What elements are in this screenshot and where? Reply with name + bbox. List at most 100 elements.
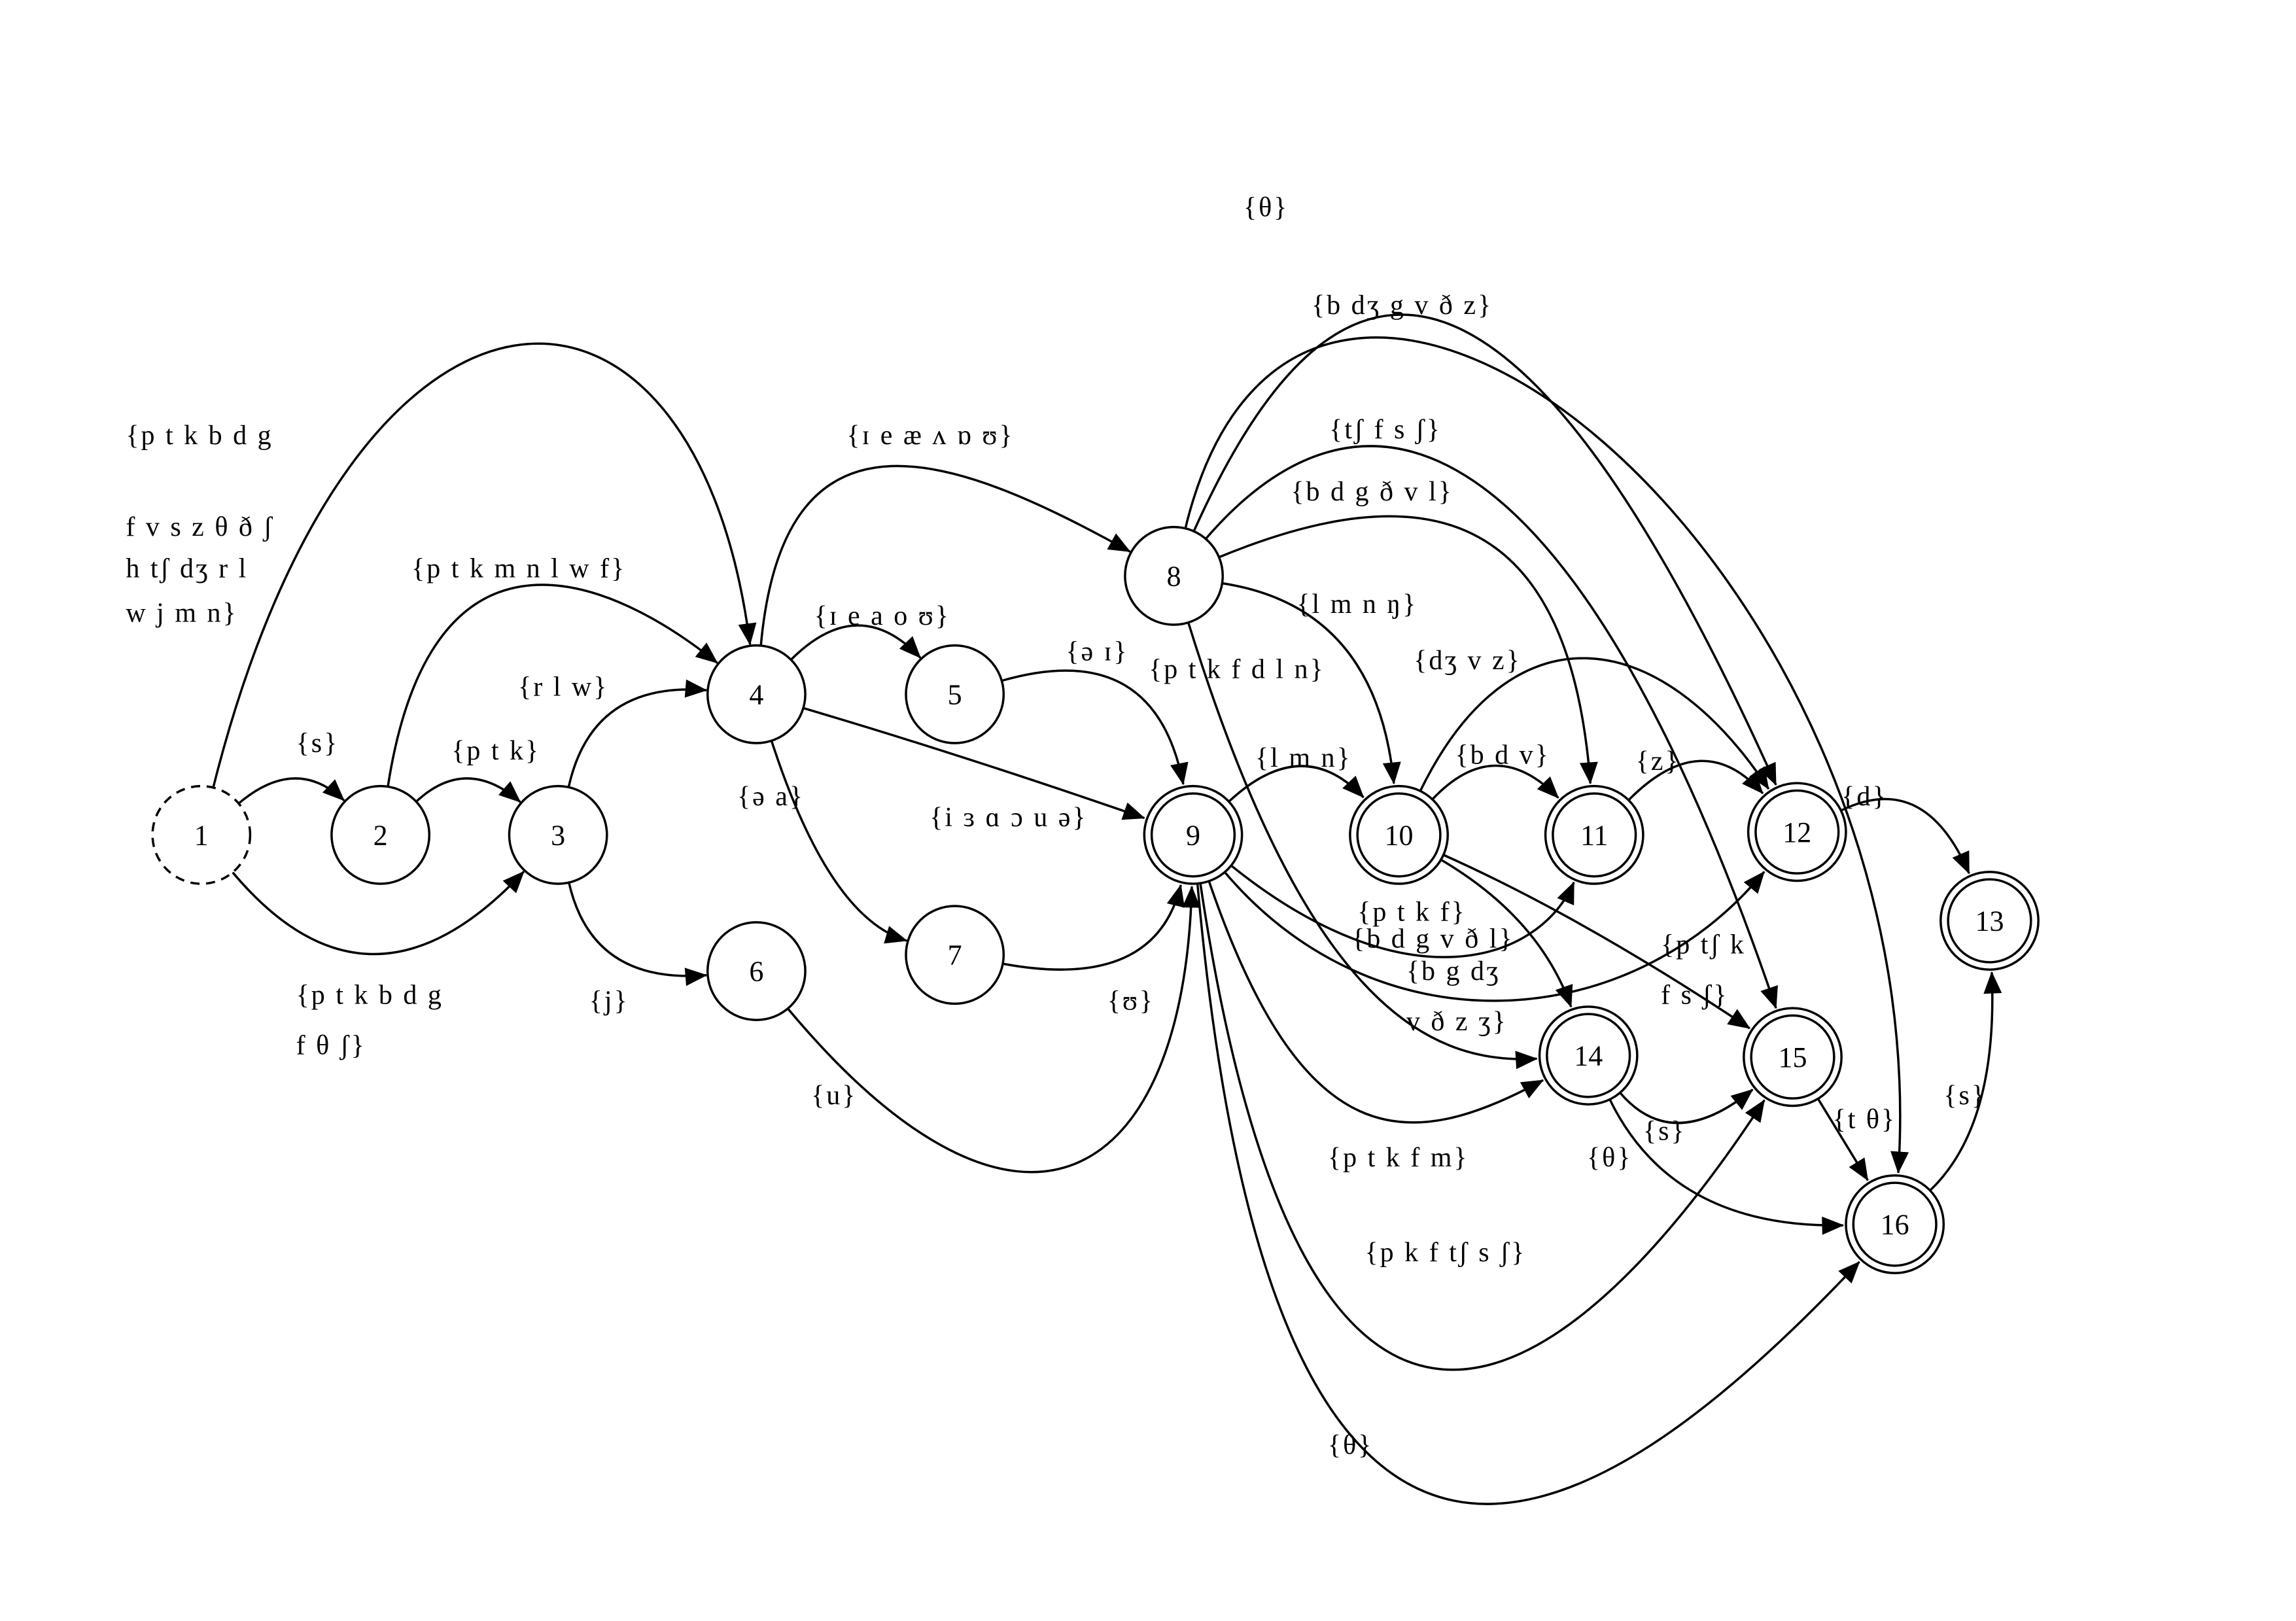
- edge-label-line: {p t k m n l w f}: [411, 554, 626, 584]
- state-label: 6: [749, 956, 763, 988]
- edge-label-line: {θ}: [1244, 192, 1289, 222]
- edge-label-line: {l m n}: [1255, 743, 1352, 773]
- edge-label-8-to-10: {l m n ŋ}: [1296, 589, 1418, 619]
- edge-label-14-to-16: {θ}: [1587, 1143, 1632, 1173]
- edge-label-line: {d}: [1841, 782, 1887, 812]
- edge-label-line: {r l w}: [518, 672, 608, 703]
- edge-label-line: f s ʃ}: [1661, 980, 1728, 1010]
- edge-12-to-13: [1840, 797, 1970, 875]
- edge-label-10-to-11: {b d v}: [1455, 741, 1550, 771]
- edge-label-line: {b dʒ g v ð z}: [1312, 290, 1493, 321]
- edge-label-9-to-14: {p t k f m}: [1328, 1143, 1469, 1173]
- state-label: 7: [948, 939, 962, 971]
- state-node-15: 15: [1743, 1007, 1843, 1107]
- state-circle: [330, 784, 431, 885]
- edge-10-to-14: [1440, 858, 1573, 1008]
- state-label: 2: [374, 819, 388, 851]
- edge-label-line: v ð z ʒ}: [1406, 1007, 1508, 1037]
- edge-label-line: {u}: [811, 1081, 857, 1111]
- state-circle: [1845, 1174, 1945, 1274]
- accept-ring: [1750, 1014, 1835, 1100]
- edge-label-line: {z}: [1636, 746, 1680, 776]
- edge-label-9-to-11: {p t k f}: [1357, 898, 1466, 928]
- edge-label-line: {s}: [1943, 1081, 1987, 1111]
- edge-4-to-5: [790, 624, 922, 661]
- state-circle: [1939, 871, 2040, 971]
- state-circle: [706, 644, 807, 744]
- state-circle: [508, 784, 608, 885]
- edge-label-3-to-4: {r l w}: [518, 672, 608, 703]
- edge-label-line: {ɪ e a o ʊ}: [814, 601, 950, 631]
- edge-label-line: {p t k b d g: [126, 421, 273, 451]
- edge-label-line: {dʒ v z}: [1414, 646, 1522, 676]
- state-label: 16: [1881, 1209, 1909, 1241]
- state-label: 11: [1580, 819, 1608, 851]
- edge-label-line: {p tʃ k: [1661, 930, 1746, 960]
- edge-label-14-to-15: {s}: [1643, 1117, 1686, 1147]
- edge-label-line: {ʊ}: [1107, 986, 1155, 1016]
- edge-label-line: {ɪ e æ ʌ ɒ ʊ}: [846, 421, 1014, 451]
- edge-4-to-9: [803, 706, 1145, 820]
- accept-ring: [1947, 878, 2032, 964]
- edge-label-line: f θ ʃ}: [296, 1030, 366, 1060]
- edge-label-line: {j}: [589, 986, 629, 1016]
- edge-label-line: {i ɜ ɑ ɔ u ə}: [930, 803, 1087, 833]
- edge-10-to-11: [1431, 764, 1559, 801]
- edge-label-11-to-12: {z}: [1636, 746, 1680, 776]
- edge-10-to-12: [1419, 657, 1770, 792]
- state-circle: [706, 921, 807, 1021]
- edge-label-2-to-4: {p t k m n l w f}: [411, 554, 626, 584]
- state-circle: [1743, 1007, 1843, 1107]
- edge-label-line: h tʃ dʒ r l: [126, 554, 248, 584]
- edge-label-line: {p t k b d g: [296, 980, 444, 1010]
- state-circle: [1538, 1005, 1639, 1106]
- edge-15-to-16: [1817, 1098, 1869, 1181]
- edge-label-line: {p t k f m}: [1328, 1143, 1469, 1173]
- edge-label-8-to-16: {θ}: [1244, 192, 1289, 222]
- state-node-5: 5: [905, 644, 1005, 744]
- accept-ring: [1546, 1013, 1631, 1098]
- edge-label-line: {ə a}: [737, 782, 805, 812]
- edge-label-3-to-6: {j}: [589, 986, 629, 1016]
- edge-7-to-9: [1002, 884, 1185, 971]
- state-circle: [1747, 782, 1847, 882]
- state-label: 8: [1167, 560, 1181, 592]
- state-circle: [1544, 784, 1644, 885]
- edge-label-16-to-13: {s}: [1943, 1081, 1987, 1111]
- edge-label-line: {t θ}: [1833, 1104, 1897, 1134]
- edge-label-line: {p t k f d l n}: [1149, 654, 1325, 684]
- edge-2-to-3: [415, 777, 521, 803]
- state-circle: [1349, 784, 1449, 885]
- edge-9-to-11: [1230, 864, 1575, 958]
- state-node-13: 13: [1939, 871, 2040, 971]
- edge-label-line: {θ}: [1587, 1143, 1632, 1173]
- state-label: 14: [1574, 1040, 1603, 1072]
- edge-8-to-15: [1204, 445, 1778, 1009]
- edge-label-4-to-8: {ɪ e æ ʌ ɒ ʊ}: [846, 421, 1014, 451]
- state-label: 5: [948, 678, 962, 710]
- accept-ring: [1150, 792, 1236, 878]
- edge-1-to-2: [237, 777, 345, 805]
- state-node-6: 6: [706, 921, 807, 1021]
- edge-label-line: {b d g ð v l}: [1291, 477, 1453, 507]
- edge-label-10-to-12: {dʒ v z}: [1414, 646, 1522, 676]
- state-node-7: 7: [905, 905, 1005, 1005]
- accept-ring: [1852, 1181, 1938, 1267]
- edge-5-to-9: [1001, 669, 1189, 786]
- accept-ring: [1552, 792, 1637, 878]
- edge-label-line: {b d g v ð l}: [1351, 924, 1514, 954]
- edge-8-to-14: [1187, 622, 1538, 1070]
- accept-ring: [1356, 792, 1442, 878]
- edge-label-4-to-9: {i ɜ ɑ ɔ u ə}: [930, 803, 1087, 833]
- state-node-1: 1: [151, 784, 252, 885]
- edge-label-line: {p t k f}: [1357, 898, 1466, 928]
- edge-label-9-to-16: {θ}: [1328, 1430, 1373, 1460]
- accept-ring: [1754, 789, 1840, 875]
- edge-8-to-11: [1218, 515, 1598, 785]
- state-node-4: 4: [706, 644, 807, 744]
- edge-label-10-to-15: {p tʃ k f s ʃ}: [1661, 930, 1746, 1010]
